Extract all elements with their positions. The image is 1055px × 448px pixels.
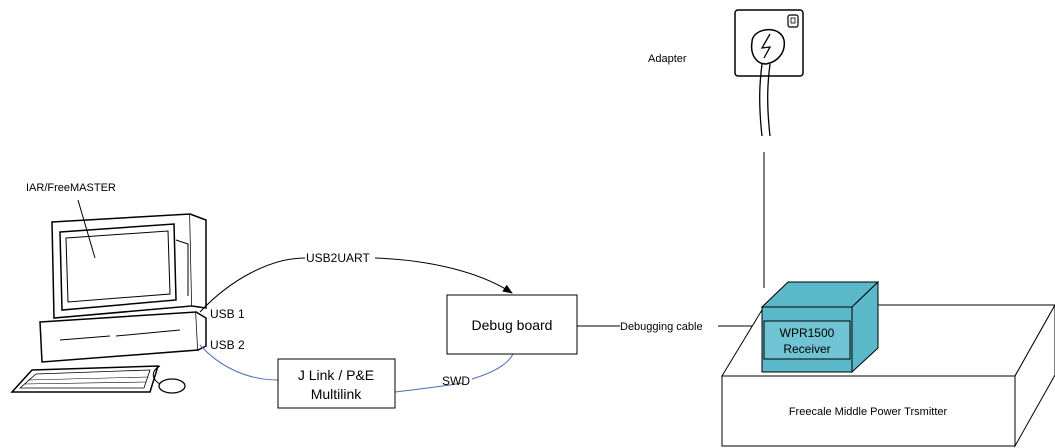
swd-connection-right: [471, 353, 514, 380]
usb2-connection: [199, 344, 279, 381]
adapter-label: Adapter: [648, 53, 687, 65]
usb2uart-connection-right: [374, 257, 513, 294]
computer-icon: [10, 213, 207, 394]
receiver-box: [760, 280, 880, 374]
transmitter-label: Freecale Middle Power Trsmitter: [789, 406, 948, 418]
swd-connection-left: [394, 382, 464, 393]
wall-socket-icon: [734, 9, 804, 137]
jlink-label-line1: J Link / P&E: [298, 367, 374, 383]
usb2uart-connection-left: [199, 257, 306, 313]
receiver-label-line1: WPR1500: [780, 326, 835, 340]
debugging-cable-label: Debugging cable: [620, 321, 703, 333]
usb1-label: USB 1: [210, 307, 245, 321]
debug-board-box: [446, 294, 578, 355]
receiver-label-line2: Receiver: [783, 342, 830, 356]
jlink-label-line2: Multilink: [311, 386, 363, 402]
usb2-label: USB 2: [210, 338, 245, 352]
swd-label: SWD: [442, 374, 470, 388]
software-label: IAR/FreeMASTER: [26, 182, 116, 194]
usb2uart-label: USB2UART: [306, 251, 370, 265]
jlink-box: [277, 358, 396, 409]
software-pointer-line: [77, 199, 96, 259]
debug-board-label: Debug board: [472, 317, 553, 333]
